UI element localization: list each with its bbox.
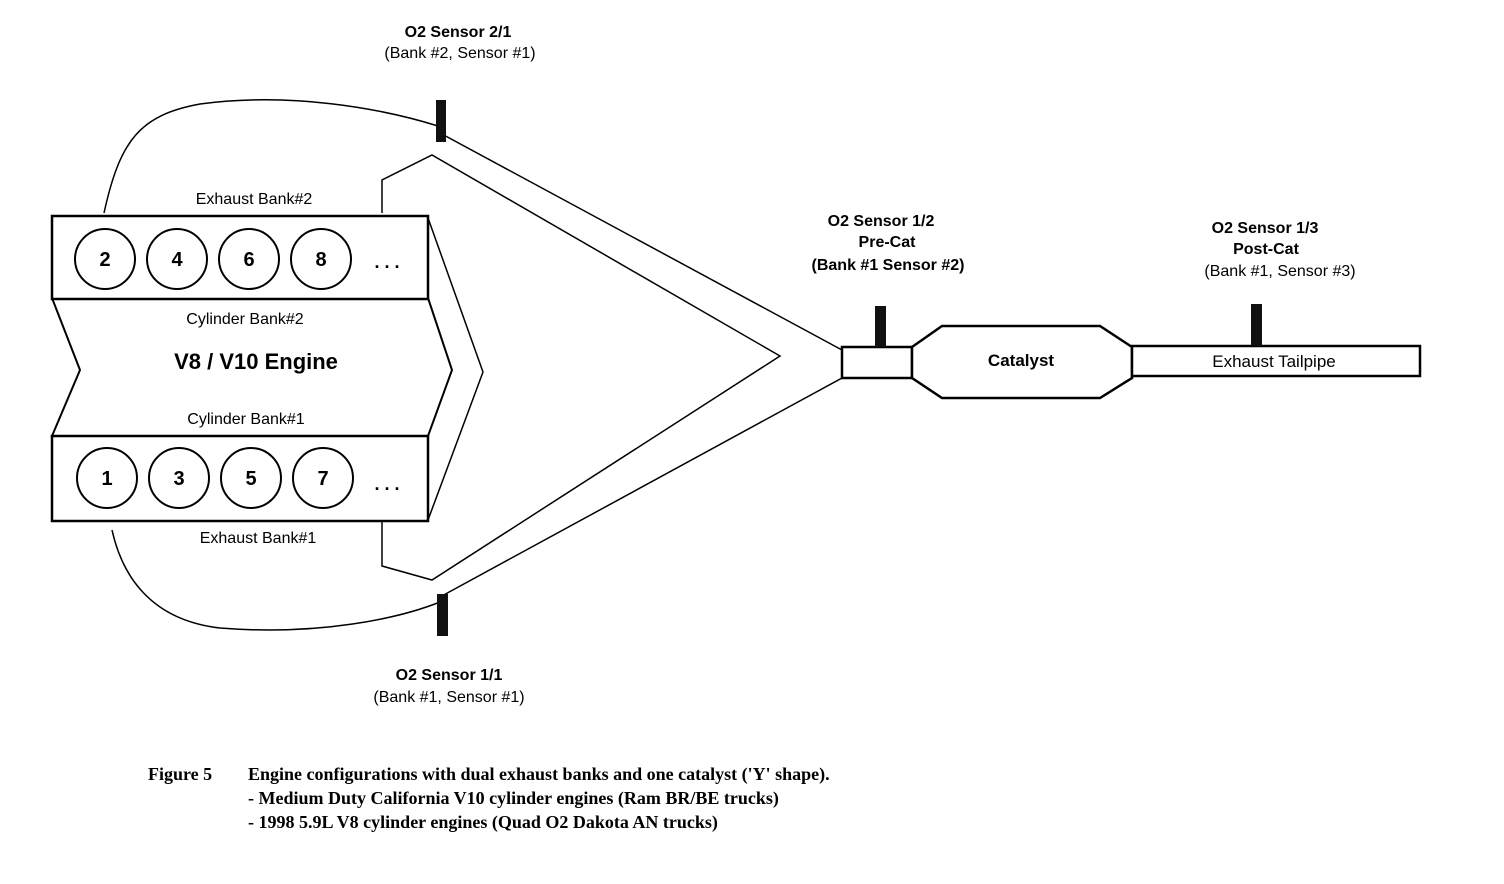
- cylinder-5-label: 5: [245, 468, 256, 490]
- sensor-2-1-title: O2 Sensor 2/1: [405, 24, 512, 41]
- cylinder-5: [220, 447, 282, 509]
- sensor-1-2-detail: (Bank #1 Sensor #2): [812, 257, 965, 274]
- pre-cat-pipe: [840, 345, 914, 380]
- caption-title: Engine configurations with dual exhaust …: [248, 764, 830, 785]
- caption-figure-number: Figure 5: [148, 764, 212, 784]
- bank-2-ellipsis: . . .: [374, 252, 399, 272]
- cylinder-8: [290, 228, 352, 290]
- caption-line-2: - 1998 5.9L V8 cylinder engines (Quad O2…: [248, 812, 718, 833]
- cylinder-1-label: 1: [101, 468, 112, 490]
- sensor-1-2-title: O2 Sensor 1/2: [828, 213, 935, 230]
- sensor-1-3-subtitle: Post-Cat: [1233, 241, 1299, 258]
- sensor-1-3-marker: [1251, 304, 1262, 346]
- cylinder-bank-2-label: Cylinder Bank#2: [186, 311, 304, 328]
- cylinder-bank-1-label: Cylinder Bank#1: [187, 411, 305, 428]
- exhaust-bank-2-wire: [103, 99, 439, 214]
- exhaust-y-outer-top: [439, 132, 843, 351]
- exhaust-bank-1-wire: [111, 529, 441, 631]
- cylinder-7-label: 7: [317, 468, 328, 490]
- sensor-1-1-marker: [437, 594, 448, 636]
- tailpipe-label: Exhaust Tailpipe: [1212, 352, 1336, 371]
- sensor-1-1-detail: (Bank #1, Sensor #1): [373, 689, 524, 706]
- cylinder-2: [74, 228, 136, 290]
- catalyst-label: Catalyst: [988, 351, 1054, 370]
- sensor-1-3-detail: (Bank #1, Sensor #3): [1204, 263, 1355, 280]
- cylinder-1: [76, 447, 138, 509]
- cylinder-3-label: 3: [173, 468, 184, 490]
- cylinder-6-label: 6: [243, 249, 254, 271]
- cylinder-4: [146, 228, 208, 290]
- catalyst-body: [910, 324, 1134, 400]
- bank-1-ellipsis: . . .: [374, 474, 399, 494]
- cylinder-4-label: 4: [171, 249, 183, 271]
- engine-title: V8 / V10 Engine: [174, 349, 338, 374]
- sensor-1-2-marker: [875, 306, 886, 347]
- exhaust-bank-2-label: Exhaust Bank#2: [196, 191, 313, 208]
- cylinder-7: [292, 447, 354, 509]
- bank-1-cylinders: 1 3 5 7 . . .: [76, 447, 400, 509]
- cylinder-2-label: 2: [99, 249, 110, 271]
- cylinder-8-label: 8: [315, 249, 326, 271]
- exhaust-tailpipe: [1130, 344, 1422, 378]
- cylinder-3: [148, 447, 210, 509]
- caption-line-1: - Medium Duty California V10 cylinder en…: [248, 788, 779, 809]
- exhaust-y-inner: [381, 154, 782, 581]
- sensor-1-2-subtitle: Pre-Cat: [859, 234, 917, 251]
- exhaust-bank-1-label: Exhaust Bank#1: [200, 530, 317, 547]
- exhaust-y-outer-bottom: [439, 377, 843, 598]
- sensor-2-1-detail: (Bank #2, Sensor #1): [384, 45, 535, 62]
- sensor-2-1-marker: [436, 100, 446, 142]
- sensor-1-1-title: O2 Sensor 1/1: [396, 667, 503, 684]
- engine-chevron: [427, 217, 484, 521]
- bank-2-cylinders: 2 4 6 8 . . .: [74, 228, 400, 290]
- cylinder-6: [218, 228, 280, 290]
- sensor-1-3-title: O2 Sensor 1/3: [1212, 220, 1319, 237]
